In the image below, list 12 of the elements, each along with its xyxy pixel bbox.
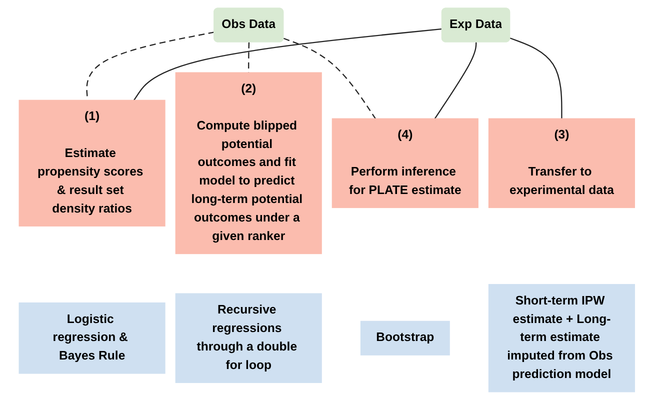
node-box: (1) Estimate propensity scores & result set density ratios: [18, 100, 166, 226]
node-box: (3) Transfer to experimental data: [488, 118, 636, 208]
node-box: Recursive regressions through a double for loop: [175, 293, 322, 384]
node-box: Logistic regression & Bayes Rule: [18, 302, 166, 374]
connector: [434, 42, 477, 119]
node-box: (4) Perform inference for PLATE estimate: [332, 118, 479, 208]
connector: [134, 28, 442, 101]
node-box: Bootstrap: [360, 320, 450, 356]
node-box: Short-term IPW estimate + Long-term estimate imputed from Obs prediction model: [488, 284, 636, 392]
connector: [510, 38, 562, 119]
connector: [284, 38, 376, 119]
node-box: (2) Compute blipped potential outcomes and fit model to predict long-term potential outcomes under a given ranker: [175, 72, 322, 254]
